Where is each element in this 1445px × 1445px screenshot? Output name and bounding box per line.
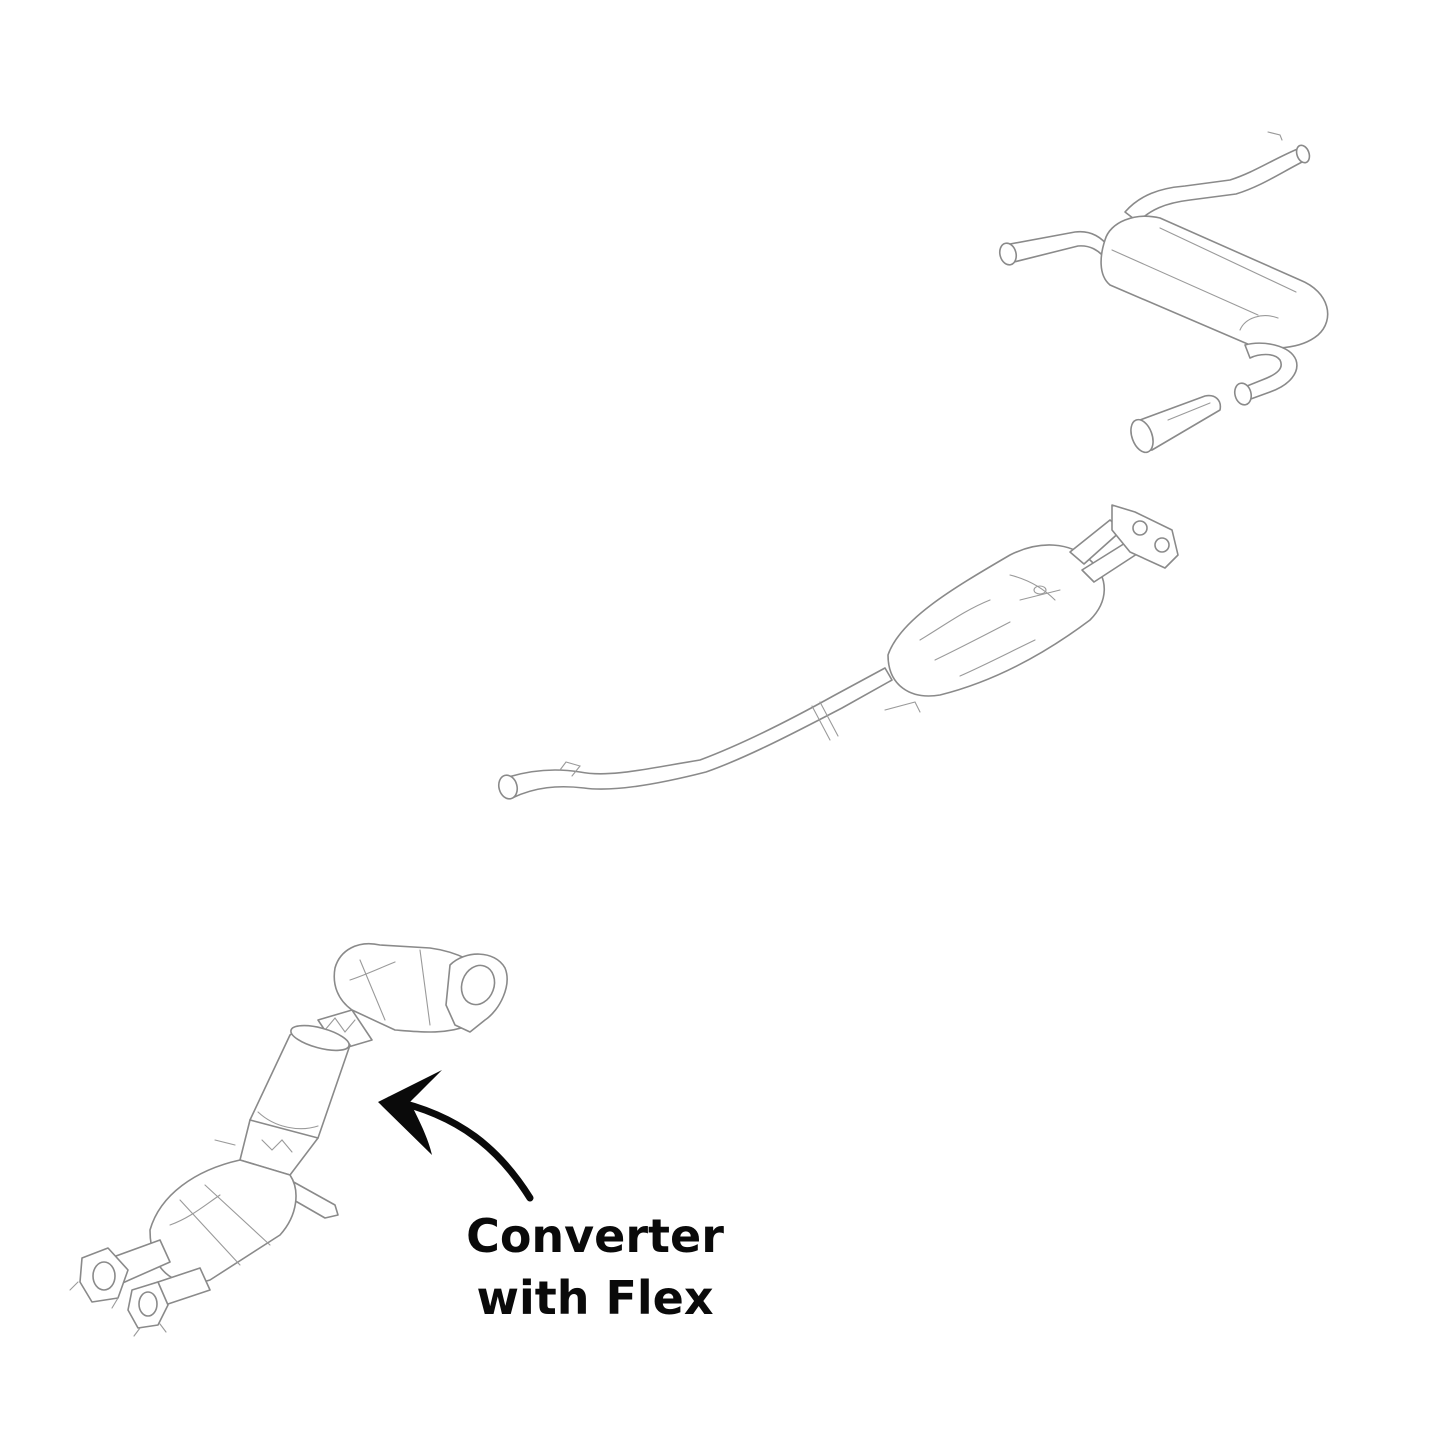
- callout-arrow: [378, 1070, 534, 1202]
- callout-label: Converter with Flex: [420, 1205, 770, 1329]
- center-resonator-pipe: [497, 504, 1179, 800]
- catalytic-converter-with-flex: [69, 943, 508, 1337]
- exhaust-tips: [1130, 394, 1222, 454]
- rear-muffler: [998, 131, 1329, 406]
- callout-label-line-2: with Flex: [476, 1271, 714, 1325]
- callout-label-line-1: Converter: [466, 1209, 724, 1263]
